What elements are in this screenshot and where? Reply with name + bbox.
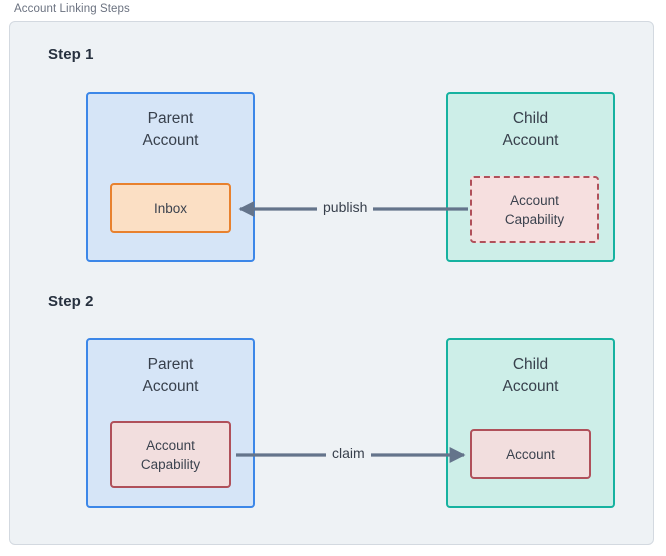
- publish-edge-label: publish: [317, 199, 374, 215]
- step-2-parent-account-title: Parent Account: [142, 356, 199, 395]
- step-1-child-account-title: Child Account: [502, 110, 559, 149]
- step-1-parent-account-box[interactable]: Parent Account: [86, 92, 255, 262]
- claim-edge-label: claim: [326, 445, 371, 461]
- step-1-inbox-node[interactable]: Inbox: [110, 183, 231, 233]
- step-1-label: Step 1: [48, 46, 94, 63]
- step-1-account-capability-node[interactable]: Account Capability: [470, 176, 599, 243]
- step-2-account-capability-node[interactable]: Account Capability: [110, 421, 231, 488]
- step-2-child-account-title: Child Account: [502, 356, 559, 395]
- step-2-child-account-box[interactable]: Child Account: [446, 338, 615, 508]
- diagram-caption: Account Linking Steps: [14, 3, 130, 15]
- step-2-label: Step 2: [48, 293, 94, 310]
- step-2-account-node[interactable]: Account: [470, 429, 591, 479]
- step-1-parent-account-title: Parent Account: [142, 110, 199, 149]
